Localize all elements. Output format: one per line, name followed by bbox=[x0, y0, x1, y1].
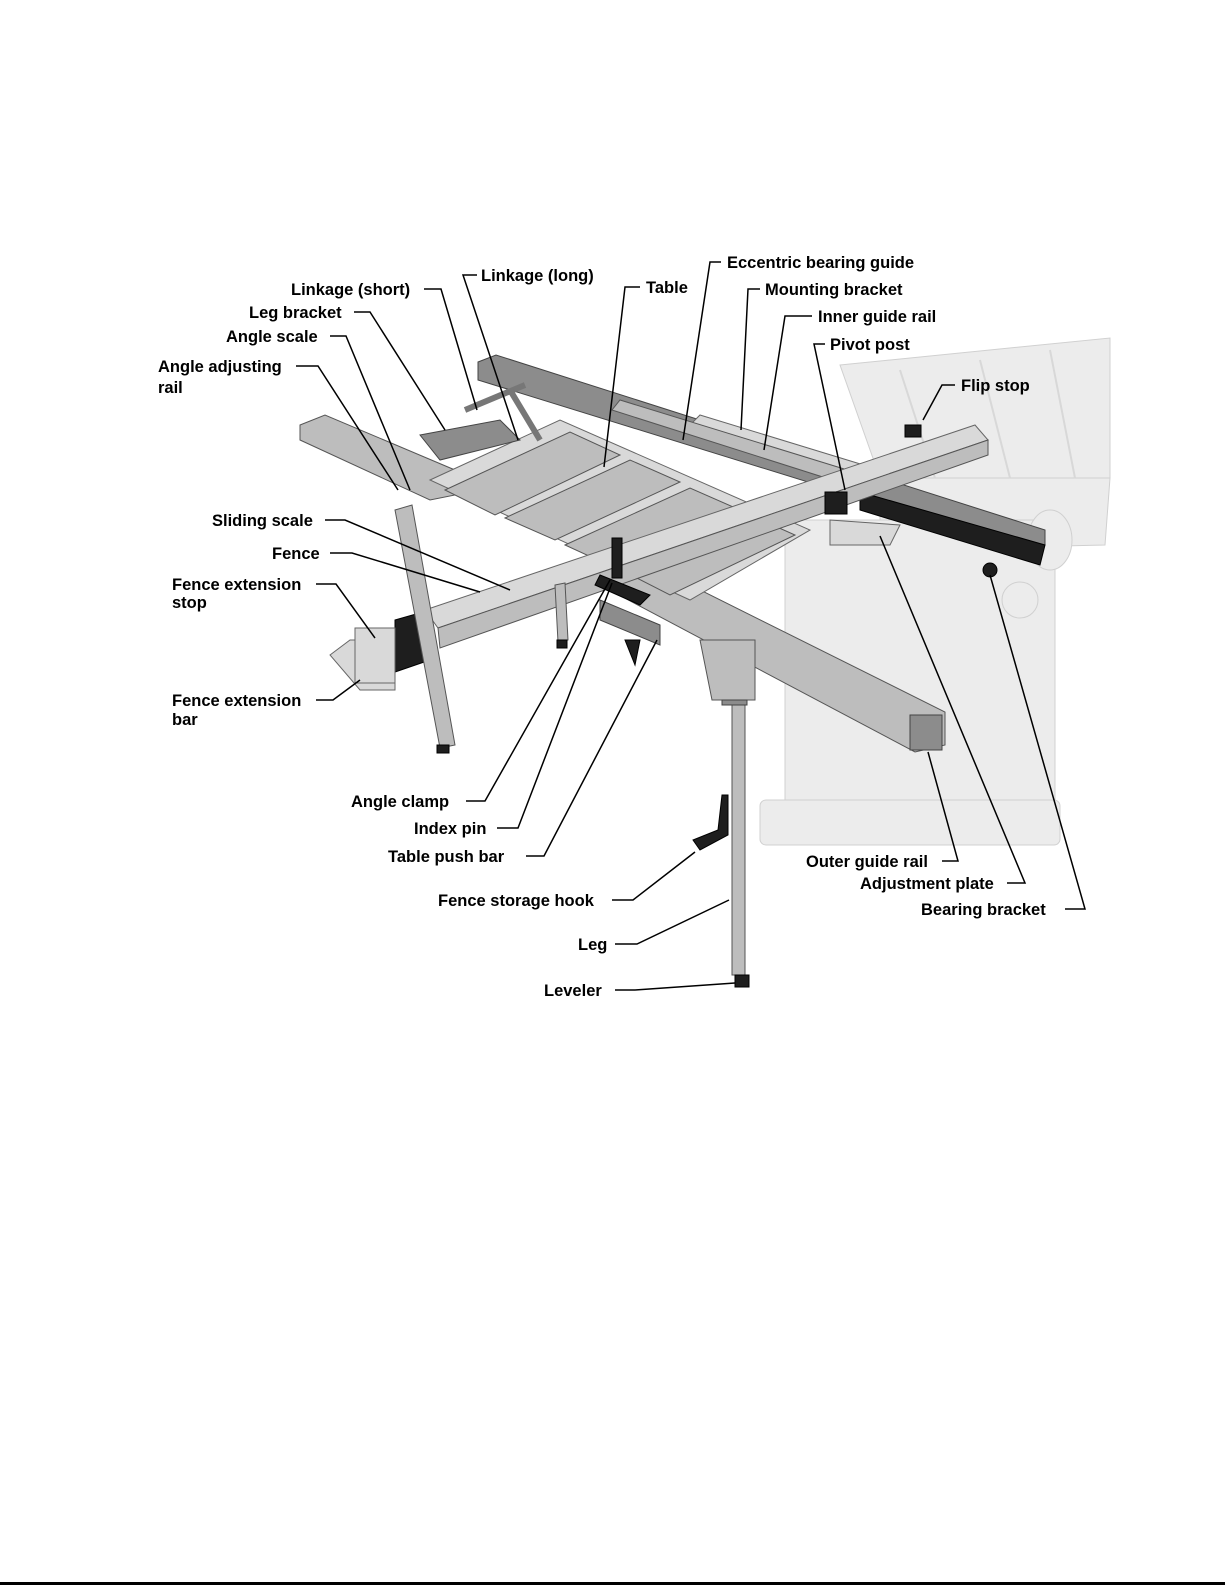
callout-index-pin: Index pin bbox=[414, 582, 613, 838]
callout-angle-scale: Angle scale bbox=[226, 328, 411, 491]
callout-linkage-short: Linkage (short) bbox=[291, 281, 478, 411]
label-pivot-post: Pivot post bbox=[830, 336, 910, 354]
callout-fence: Fence bbox=[272, 545, 481, 593]
bottom-rule bbox=[0, 1582, 1225, 1585]
callout-fence-storage-hook: Fence storage hook bbox=[438, 851, 696, 910]
label-angle-scale: Angle scale bbox=[226, 328, 318, 346]
label-adjustment-plate: Adjustment plate bbox=[860, 875, 994, 893]
label-eccentric-bearing-guide: Eccentric bearing guide bbox=[727, 254, 914, 272]
callout-table-push-bar: Table push bar bbox=[388, 639, 658, 866]
label-flip-stop: Flip stop bbox=[961, 377, 1030, 395]
label-bearing-bracket: Bearing bracket bbox=[921, 901, 1046, 919]
label-inner-guide-rail: Inner guide rail bbox=[818, 308, 936, 326]
label-angle-adjusting-rail-line2: rail bbox=[158, 379, 183, 397]
label-leg-bracket: Leg bracket bbox=[249, 304, 342, 322]
callout-adjustment-plate: Adjustment plate bbox=[860, 535, 1027, 893]
label-outer-guide-rail: Outer guide rail bbox=[806, 853, 928, 871]
sliding-table-illustration bbox=[299, 354, 1046, 988]
label-fence-extension-stop-line2: stop bbox=[172, 594, 207, 612]
label-fence: Fence bbox=[272, 545, 320, 563]
callout-flip-stop: Flip stop bbox=[922, 377, 1030, 421]
label-angle-clamp: Angle clamp bbox=[351, 793, 449, 811]
callout-table: Table bbox=[603, 279, 688, 468]
callout-fence-extension-bar: Fence extension bar bbox=[172, 679, 361, 729]
callout-linkage-long: Linkage (long) bbox=[461, 267, 594, 441]
callout-leveler: Leveler bbox=[544, 982, 736, 1000]
callout-sliding-scale: Sliding scale bbox=[212, 512, 511, 591]
callout-angle-clamp: Angle clamp bbox=[351, 579, 611, 811]
label-table-push-bar: Table push bar bbox=[388, 848, 505, 866]
callout-eccentric-bearing-guide: Eccentric bearing guide bbox=[682, 254, 914, 441]
callout-bearing-bracket: Bearing bracket bbox=[921, 574, 1086, 919]
callout-pivot-post: Pivot post bbox=[813, 336, 910, 491]
table-saw-illustration bbox=[759, 337, 1111, 846]
label-index-pin: Index pin bbox=[414, 820, 486, 838]
callout-fence-extension-stop: Fence extension stop bbox=[172, 576, 376, 639]
label-fence-extension-stop-line1: Fence extension bbox=[172, 576, 301, 594]
label-linkage-long: Linkage (long) bbox=[481, 267, 594, 285]
callout-outer-guide-rail: Outer guide rail bbox=[806, 751, 959, 871]
label-fence-storage-hook: Fence storage hook bbox=[438, 892, 595, 910]
label-leg: Leg bbox=[578, 936, 607, 954]
label-angle-adjusting-rail-line1: Angle adjusting bbox=[158, 358, 282, 376]
callout-mounting-bracket: Mounting bracket bbox=[740, 281, 903, 431]
label-linkage-short: Linkage (short) bbox=[291, 281, 410, 299]
label-fence-extension-bar-line2: bar bbox=[172, 711, 198, 729]
label-fence-extension-bar-line1: Fence extension bbox=[172, 692, 301, 710]
callout-leg: Leg bbox=[578, 899, 730, 954]
callout-angle-adjusting-rail: Angle adjusting rail bbox=[158, 358, 399, 491]
label-mounting-bracket: Mounting bracket bbox=[765, 281, 903, 299]
label-table: Table bbox=[646, 279, 688, 297]
label-sliding-scale: Sliding scale bbox=[212, 512, 313, 530]
callout-leg-bracket: Leg bracket bbox=[249, 304, 446, 431]
label-leveler: Leveler bbox=[544, 982, 602, 1000]
callout-inner-guide-rail: Inner guide rail bbox=[763, 308, 936, 451]
